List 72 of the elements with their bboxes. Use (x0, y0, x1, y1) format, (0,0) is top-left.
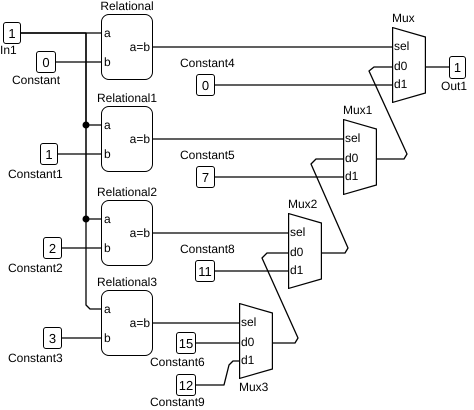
signal-line (215, 84, 392, 86)
signal-line (58, 153, 101, 155)
block-name: Mux2 (288, 198, 318, 211)
block-label: Constant4 (180, 57, 235, 70)
block-name: Relational3 (96, 276, 158, 289)
signal-line (153, 46, 392, 48)
port-label: b (104, 242, 111, 255)
constant-block: 12 (176, 374, 196, 396)
port-label: a=b (130, 317, 150, 330)
block-name: Relational (100, 0, 154, 13)
signal-line (368, 66, 408, 160)
block-label: Constant6 (150, 356, 205, 369)
constant-block: 3 (43, 327, 62, 349)
signal-line (153, 232, 288, 234)
block-label: Constant2 (8, 262, 63, 275)
port-label: d0 (241, 336, 254, 349)
port-label: a=b (130, 227, 150, 240)
block-name: Relational1 (96, 92, 158, 105)
signal-line (426, 66, 449, 68)
port-label: a (104, 119, 111, 132)
signal-line (215, 176, 343, 178)
signal-line (62, 247, 101, 249)
signal-line (261, 252, 299, 344)
constant-block: 1 (40, 143, 58, 165)
block-label: Out1 (441, 80, 468, 93)
block-name: Mux1 (343, 104, 372, 117)
port-label: d0 (345, 152, 358, 165)
block-label: Constant5 (180, 149, 235, 162)
signal-line (62, 337, 101, 339)
port-label: d1 (345, 170, 358, 183)
port-label: a=b (130, 41, 150, 54)
port-label: d0 (290, 246, 304, 259)
port-label: d0 (394, 60, 408, 73)
signal-line (196, 342, 239, 344)
port-label: d1 (241, 354, 254, 367)
signal-line (310, 158, 349, 254)
port-label: a (104, 27, 111, 40)
block-name: Mux (392, 12, 415, 25)
constant-block: 2 (43, 237, 62, 259)
signal-line (215, 270, 288, 272)
port-label: d1 (290, 264, 304, 277)
constant-block: 11 (195, 260, 215, 282)
port-label: sel (241, 316, 256, 329)
port-label: a (104, 303, 111, 316)
port-label: sel (290, 226, 306, 239)
port-label: b (104, 56, 111, 69)
port-label: sel (394, 40, 410, 53)
block-label: Constant (12, 74, 60, 87)
constant-block: 7 (196, 166, 215, 188)
constant-block: 1 (3, 22, 21, 44)
signal-line (56, 61, 101, 63)
block-name: Relational2 (96, 186, 158, 199)
port-label: b (104, 148, 111, 161)
block-label: In1 (0, 44, 17, 57)
port-label: d1 (394, 78, 408, 91)
port-label: a=b (130, 133, 150, 146)
signal-line (196, 360, 239, 386)
block-label: Constant3 (8, 352, 63, 365)
block-label: Constant1 (8, 168, 63, 181)
port-label: sel (345, 132, 360, 145)
constant-block: 15 (176, 332, 196, 354)
signal-line (153, 138, 343, 140)
block-label: Constant8 (180, 243, 235, 256)
signal-line (21, 32, 101, 310)
port-label: b (104, 332, 111, 345)
signal-line (153, 322, 239, 324)
block-name: Mux3 (239, 381, 268, 394)
constant-block: 0 (196, 74, 215, 96)
constant-block: 0 (36, 51, 56, 73)
block-label: Constant9 (150, 396, 205, 409)
constant-block: 1 (449, 56, 466, 79)
port-label: a (104, 213, 111, 226)
